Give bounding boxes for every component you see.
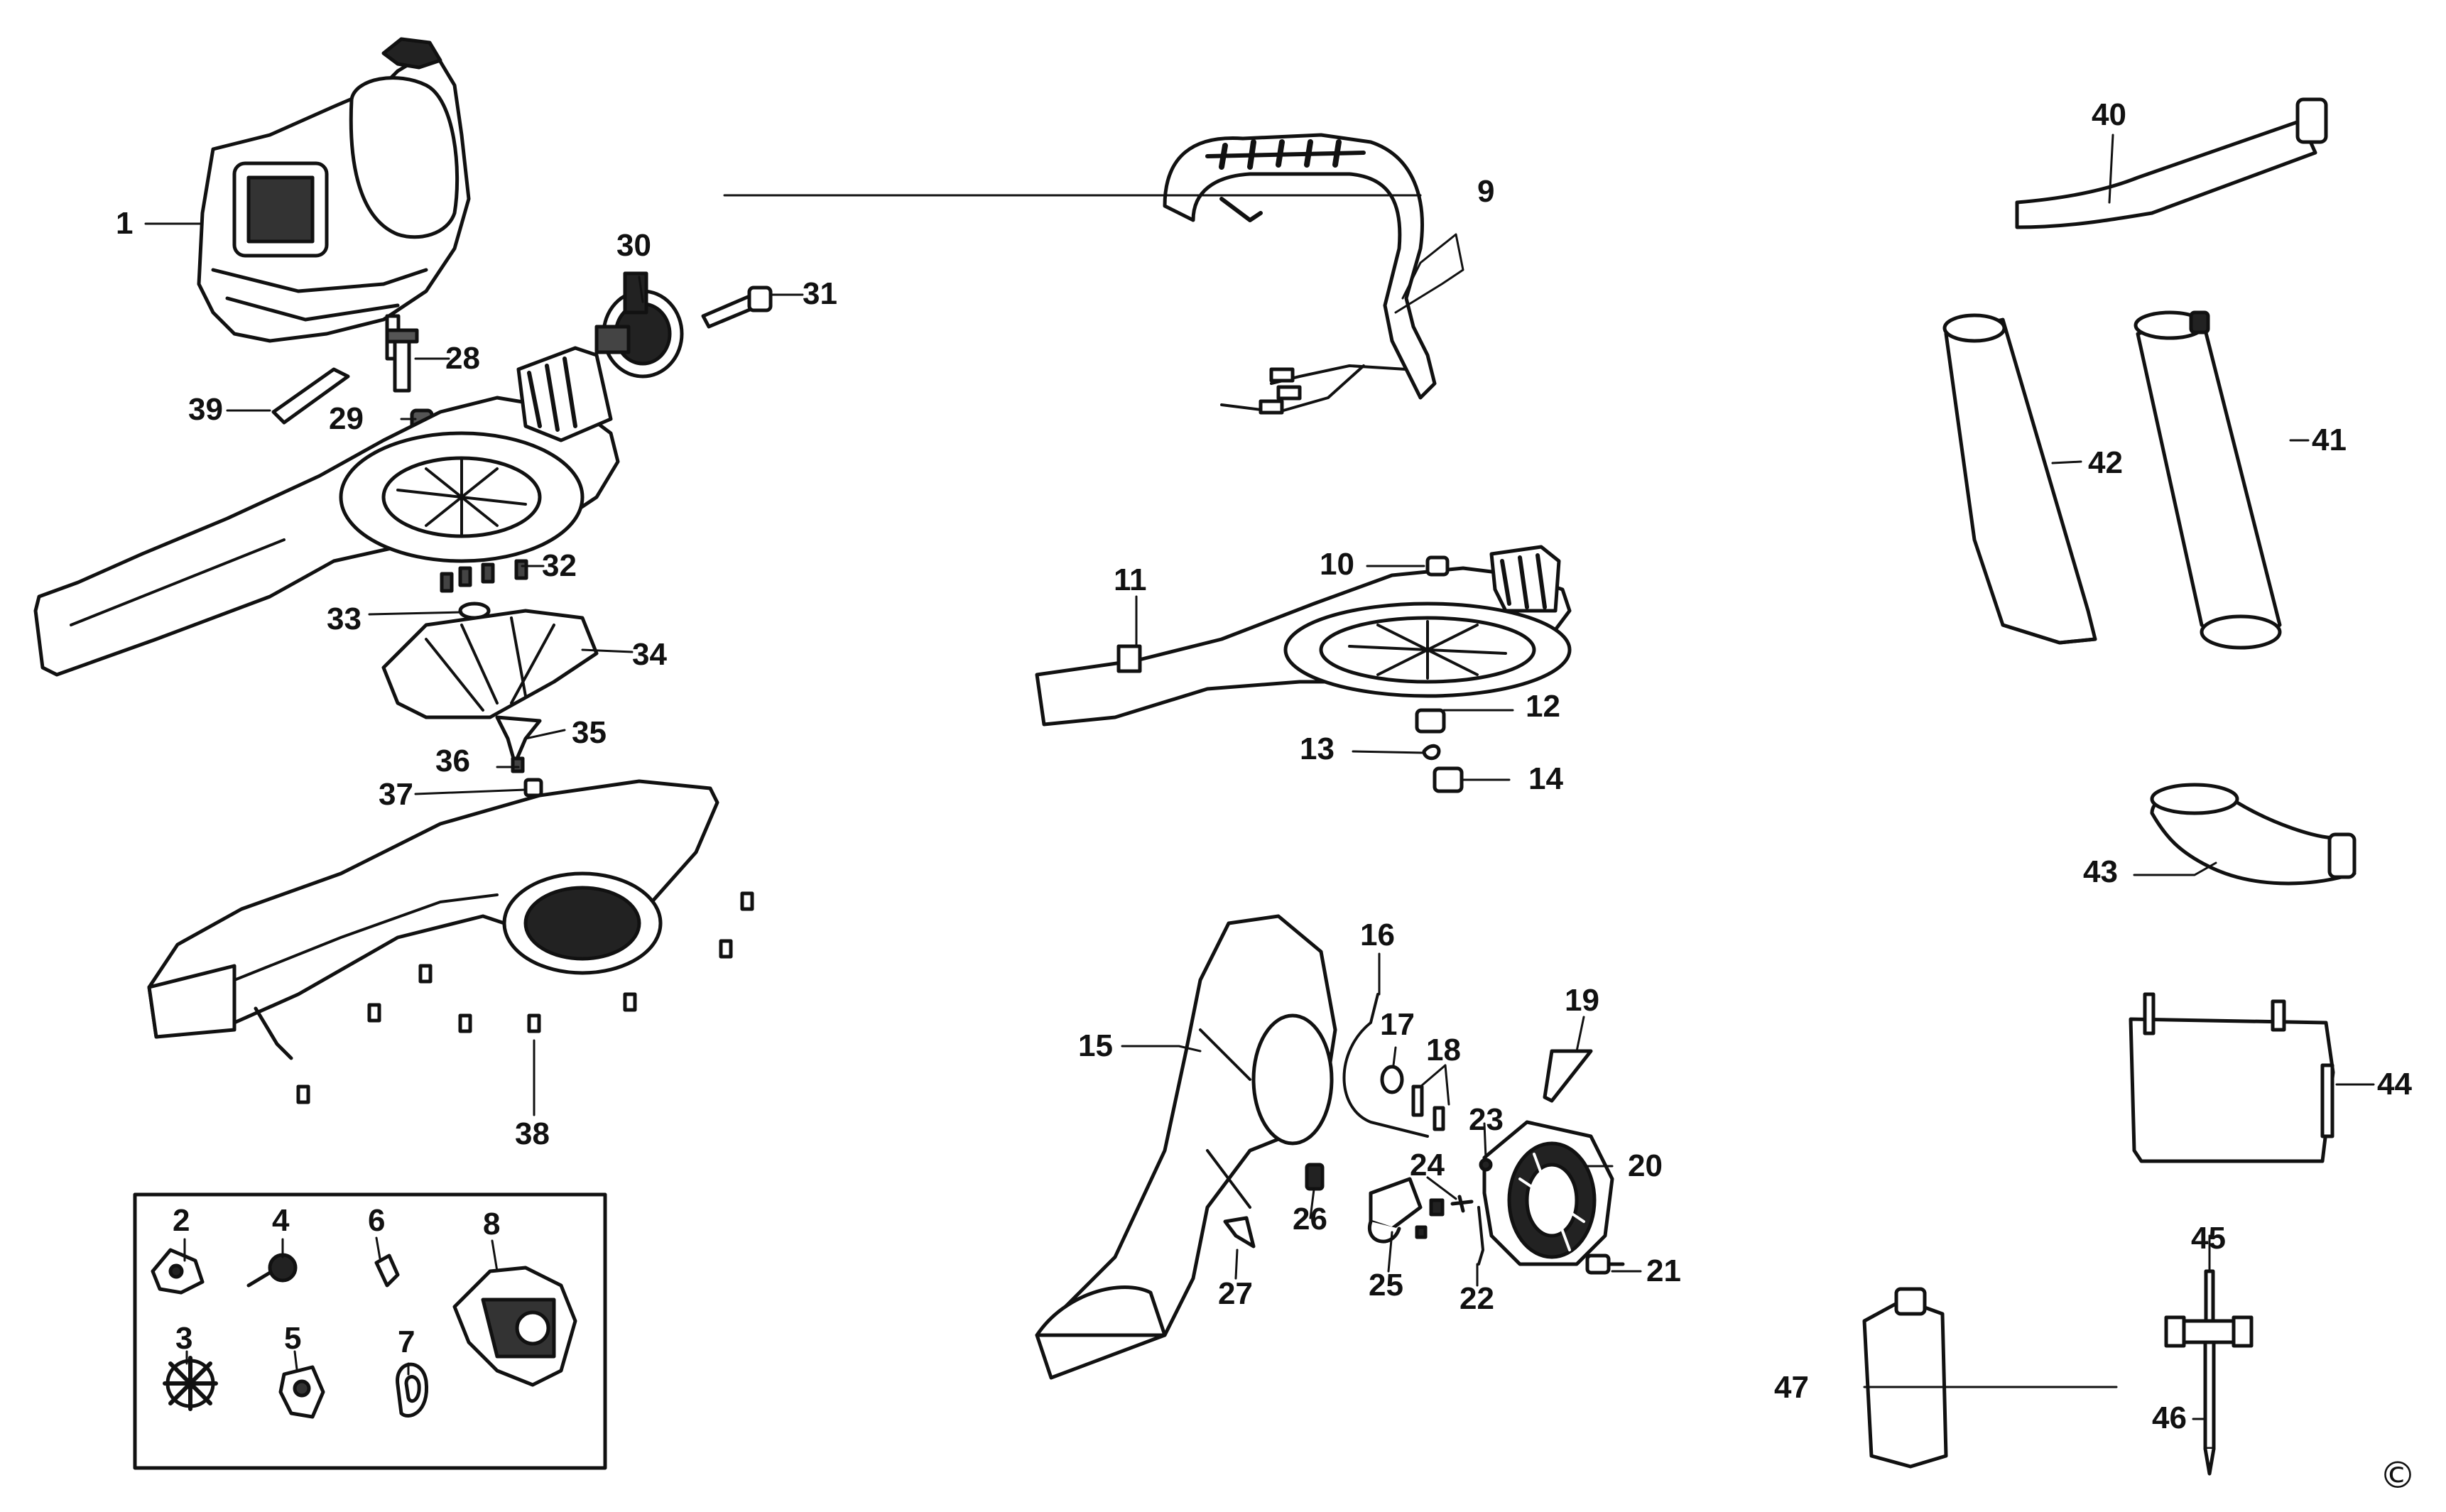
callout-23: 23	[1469, 1102, 1504, 1137]
side-housing-part	[1035, 914, 1337, 1380]
fan-impeller-part	[381, 609, 599, 719]
bracket-part	[1223, 1216, 1256, 1249]
callout-5: 5	[284, 1321, 302, 1356]
callout-38: 38	[515, 1116, 550, 1151]
pins-part	[1411, 1084, 1445, 1131]
switch-part	[1367, 1177, 1445, 1244]
knob-part	[594, 271, 684, 379]
callout-34: 34	[632, 637, 667, 672]
housing-screws-part	[296, 891, 754, 1104]
kit-part-7	[396, 1362, 429, 1418]
callout-8: 8	[483, 1207, 501, 1241]
washer-17-part	[1380, 1065, 1404, 1094]
callout-11: 11	[1114, 562, 1147, 597]
rod-part	[1543, 1049, 1593, 1103]
callout-9: 9	[1477, 174, 1495, 209]
elbow-part	[2150, 783, 2357, 886]
callout-16: 16	[1360, 918, 1395, 952]
middle-housing-part	[1035, 545, 1572, 727]
callout-44: 44	[2377, 1067, 2412, 1102]
tube-42-part	[1942, 313, 2097, 645]
bolt-part	[385, 328, 434, 434]
callout-22: 22	[1460, 1281, 1494, 1316]
callout-30: 30	[616, 228, 651, 263]
engine-assembly-part	[197, 37, 471, 361]
callout-36: 36	[435, 744, 470, 778]
spark-plug-wrench-part	[2164, 1269, 2254, 1476]
callout-32: 32	[542, 548, 577, 583]
callout-42: 42	[2088, 445, 2123, 480]
callout-6: 6	[368, 1203, 386, 1238]
kit-part-3	[163, 1356, 218, 1411]
callout-24: 24	[1410, 1148, 1445, 1182]
callout-45: 45	[2191, 1221, 2226, 1256]
callout-4: 4	[272, 1203, 290, 1238]
screw-part	[701, 285, 773, 329]
screws-part	[440, 559, 528, 593]
callout-28: 28	[445, 341, 480, 376]
screw-23-part	[1479, 1158, 1493, 1172]
callout-33: 33	[327, 602, 362, 636]
fan-cover-part	[1482, 1120, 1614, 1266]
clip-26-part	[1305, 1163, 1325, 1191]
kit-part-2	[151, 1248, 205, 1295]
callout-46: 46	[2152, 1400, 2187, 1435]
callout-26: 26	[1293, 1202, 1327, 1236]
callout-43: 43	[2083, 854, 2118, 889]
callout-37: 37	[379, 777, 413, 812]
callout-10: 10	[1320, 547, 1354, 582]
spacer-part	[1433, 766, 1464, 793]
copyright-mark: ©	[2379, 1454, 2416, 1497]
callout-17: 17	[1380, 1007, 1415, 1042]
callout-47: 47	[1774, 1370, 1809, 1405]
tube-41-part	[2134, 310, 2282, 650]
handle-part	[1163, 133, 1464, 415]
callout-14: 14	[1528, 761, 1563, 796]
leader-lines	[144, 134, 2375, 1420]
callout-35: 35	[572, 715, 607, 750]
callout-29: 29	[329, 401, 364, 436]
callout-27: 27	[1218, 1276, 1253, 1311]
clip-part	[1422, 744, 1441, 761]
callout-21: 21	[1646, 1253, 1681, 1288]
callout-15: 15	[1078, 1028, 1113, 1063]
callout-1: 1	[116, 206, 134, 241]
upper-housing-part	[33, 346, 620, 677]
nut-10-part	[1425, 555, 1450, 577]
callout-18: 18	[1426, 1033, 1461, 1067]
callout-3: 3	[175, 1321, 193, 1356]
callout-20: 20	[1628, 1148, 1663, 1183]
callout-2: 2	[173, 1203, 190, 1238]
kit-part-6	[374, 1253, 400, 1288]
callout-25: 25	[1369, 1268, 1403, 1302]
oil-bottle-part	[1862, 1287, 1948, 1469]
kit-part-8	[452, 1266, 577, 1387]
callout-31: 31	[803, 276, 837, 311]
spring-part	[1477, 1206, 1484, 1266]
wire-part	[1342, 993, 1429, 1138]
callout-13: 13	[1300, 731, 1335, 766]
callout-19: 19	[1565, 983, 1599, 1018]
pin-24-part	[1450, 1195, 1474, 1213]
callout-7: 7	[398, 1325, 415, 1359]
lower-housing-part	[147, 779, 719, 1060]
callout-40: 40	[2092, 97, 2126, 132]
nut-part	[523, 778, 543, 798]
bushing-part	[1415, 708, 1446, 734]
pin-part	[271, 367, 350, 425]
callout-12: 12	[1526, 689, 1560, 724]
kit-part-5	[278, 1365, 325, 1419]
kit-parts-box	[133, 1192, 607, 1470]
callout-39: 39	[188, 392, 223, 427]
nozzle-40-part	[2015, 97, 2328, 229]
bag-part	[2129, 992, 2335, 1163]
kit-part-4	[246, 1253, 298, 1288]
screw-21-part	[1585, 1253, 1625, 1275]
callout-41: 41	[2312, 423, 2347, 457]
cone-part	[495, 715, 542, 773]
